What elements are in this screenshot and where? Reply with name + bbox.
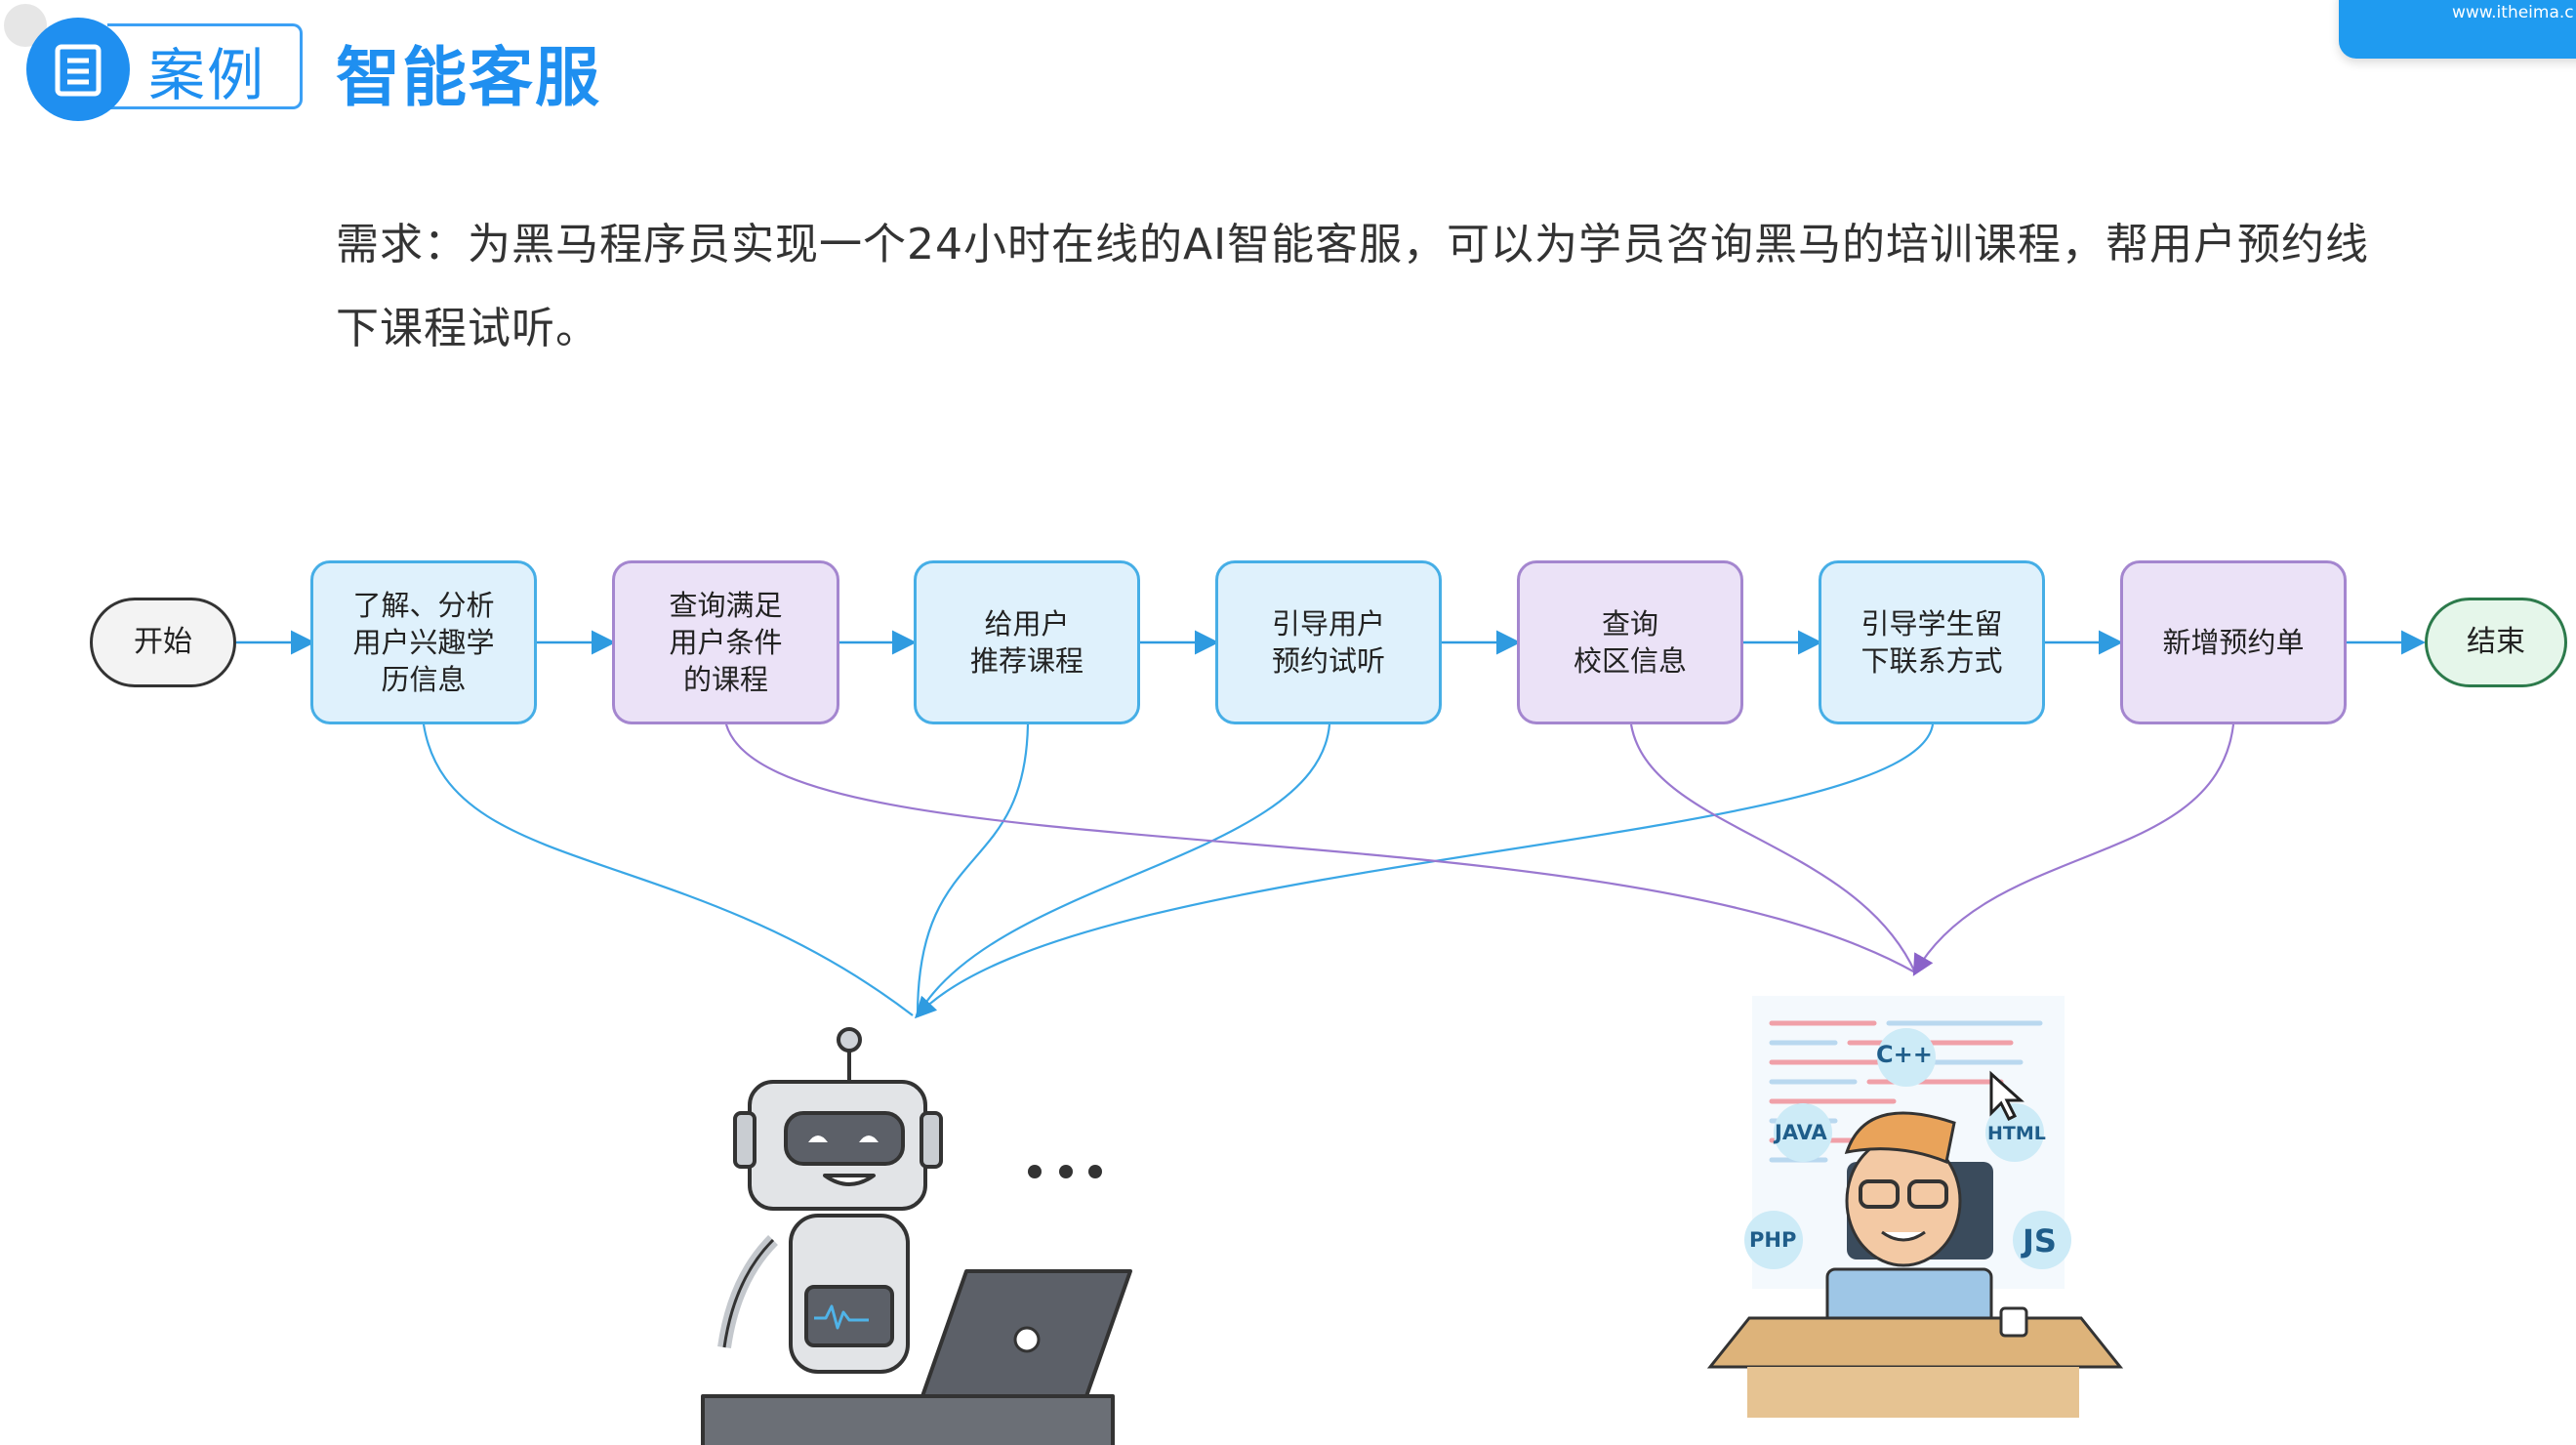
flow-step-guide-contact: 引导学生留 下联系方式 (1819, 560, 2045, 724)
programmer-illustration (1706, 996, 2124, 1418)
flow-step-guide-trial: 引导用户 预约试听 (1215, 560, 1442, 724)
robot-connector (916, 723, 1030, 1016)
flow-start-node: 开始 (90, 598, 236, 687)
robot-connector (914, 723, 1935, 1019)
flow-step-analyze-user: 了解、分析 用户兴趣学 历信息 (310, 560, 537, 724)
tag-js: JS (2023, 1222, 2057, 1259)
flow-step-query-courses: 查询满足 用户条件 的课程 (612, 560, 839, 724)
flow-step-query-campus: 查询 校区信息 (1517, 560, 1743, 724)
requirement-line-2: 下课程试听。 (336, 304, 599, 353)
human-connector (724, 723, 1916, 973)
requirement-line-1: 需求：为黑马程序员实现一个24小时在线的AI智能客服，可以为学员咨询黑马的培训课… (336, 220, 2370, 269)
human-connector (1629, 723, 1917, 973)
page-title: 智能客服 (336, 40, 601, 115)
flow-step-create-booking: 新增预约单 (2120, 560, 2347, 724)
section-badge-label: 案例 (148, 42, 266, 108)
flow-end-node: 结束 (2425, 598, 2567, 687)
tag-java: JAVA (1775, 1121, 1827, 1144)
brand-url: www.itheima.c (2452, 3, 2574, 22)
human-connector (1912, 723, 2235, 976)
brand-logo (2339, 0, 2576, 59)
tag-php: PHP (1749, 1228, 1797, 1252)
robot-illustration (701, 1027, 1132, 1445)
document-icon (26, 18, 130, 121)
robot-connector (917, 723, 1331, 1016)
flow-step-recommend: 给用户 推荐课程 (914, 560, 1140, 724)
section-badge (107, 23, 303, 109)
tag-cpp: C++ (1876, 1041, 1933, 1068)
mouse-cursor-icon (1989, 1070, 2024, 1122)
thinking-dots (1028, 1165, 1102, 1178)
robot-connector (422, 723, 914, 1016)
tag-html: HTML (1987, 1123, 2046, 1144)
waveform-icon (804, 1285, 894, 1347)
